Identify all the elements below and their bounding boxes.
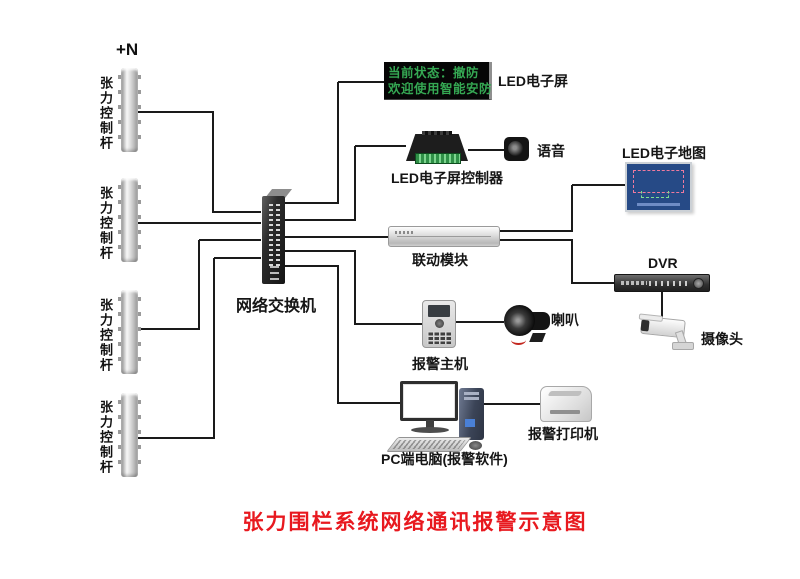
- tension-pole-3: [118, 290, 141, 374]
- network-switch-label: 网络交换机: [236, 298, 317, 315]
- connection-line: [571, 240, 573, 284]
- controller-terminal-strip: [415, 153, 461, 164]
- camera-device: [638, 314, 696, 350]
- pole-label-1: 张力控制杆: [98, 76, 113, 151]
- alarm-host-label: 报警主机: [412, 356, 468, 372]
- led-map-label: LED电子地图: [622, 145, 706, 161]
- connection-line: [354, 146, 356, 221]
- printer-paper-slot: [550, 410, 580, 414]
- printer-label: 报警打印机: [528, 426, 598, 442]
- horn-cone: [504, 305, 535, 336]
- controller-heatsink: [422, 131, 452, 135]
- dvr-knob: [693, 278, 704, 289]
- camera-label: 摄像头: [701, 331, 743, 347]
- pole-label-2: 张力控制杆: [98, 186, 113, 261]
- pc-mouse: [469, 441, 482, 450]
- alarm-host-screen: [428, 305, 450, 317]
- connection-line: [468, 149, 504, 151]
- linkage-module-label: 联动模块: [412, 252, 468, 268]
- switch-port-column: [269, 204, 273, 266]
- led-screen-label: LED电子屏: [498, 73, 568, 89]
- camera-lens: [640, 319, 650, 332]
- led-screen-device: 当前状态：撤防 欢迎使用智能安防: [384, 62, 492, 100]
- printer-lid: [547, 391, 583, 396]
- connection-line: [138, 222, 261, 224]
- dvr-device: [614, 274, 710, 292]
- switch-led-column: [270, 266, 279, 280]
- pc-monitor-base: [411, 427, 449, 433]
- connection-line: [198, 240, 200, 330]
- connection-line: [285, 219, 356, 221]
- connection-line: [285, 202, 339, 204]
- connection-line: [484, 403, 540, 405]
- connection-line: [138, 437, 215, 439]
- connection-line: [285, 265, 339, 267]
- horn-wire: [511, 335, 526, 345]
- connection-line: [138, 328, 200, 330]
- horn-label: 喇叭: [551, 312, 579, 328]
- connection-line: [338, 81, 384, 83]
- alarm-host-device: [422, 300, 456, 348]
- switch-port-column: [276, 204, 280, 266]
- connection-line: [213, 211, 261, 213]
- pc-tower-display: [465, 419, 475, 427]
- printer-device: [540, 386, 592, 422]
- connection-line: [212, 112, 214, 213]
- alarm-host-keypad: [427, 331, 451, 344]
- tension-pole-4: [118, 393, 141, 477]
- connection-line: [354, 251, 356, 325]
- switch-body: [262, 196, 285, 284]
- dvr-label: DVR: [648, 255, 678, 271]
- connection-line: [138, 111, 214, 113]
- pole-label-3: 张力控制杆: [98, 298, 113, 373]
- plus-n-label: +N: [116, 40, 139, 59]
- connection-line: [214, 257, 261, 259]
- tension-pole-2: [118, 178, 141, 262]
- connection-line: [338, 402, 400, 404]
- connection-line: [572, 184, 625, 186]
- pc-monitor: [400, 381, 458, 421]
- connection-line: [337, 82, 339, 204]
- map-caption-bar: [637, 203, 680, 206]
- connection-line: [571, 185, 573, 232]
- led-screen-line-1: 当前状态：撤防: [388, 66, 480, 80]
- connection-line: [572, 282, 614, 284]
- led-map-device: [625, 162, 692, 212]
- connection-line: [355, 323, 422, 325]
- linkage-module-device: [388, 226, 500, 247]
- led-controller-device: [406, 131, 468, 165]
- connection-line: [500, 239, 573, 241]
- connection-line: [213, 258, 215, 439]
- connection-line: [199, 239, 261, 241]
- alarm-host-nav-button: [434, 319, 444, 328]
- dvr-slot: [621, 281, 647, 285]
- dvr-buttons: [649, 281, 687, 286]
- network-switch-device: [259, 189, 293, 284]
- voice-speaker-device: [504, 137, 529, 161]
- connection-line: [285, 250, 356, 252]
- led-controller-label: LED电子屏控制器: [391, 170, 503, 186]
- map-perimeter-dots-2: [641, 191, 669, 198]
- pc-tower: [459, 388, 484, 440]
- map-perimeter-dots: [633, 170, 684, 193]
- connection-line: [337, 266, 339, 404]
- connection-line: [285, 236, 388, 238]
- voice-speaker-label: 语音: [537, 143, 565, 159]
- connection-line: [500, 230, 573, 232]
- pc-monitor-neck: [426, 420, 434, 428]
- camera-bracket-base: [672, 342, 694, 350]
- connection-line: [456, 321, 504, 323]
- horn-device: [504, 303, 550, 345]
- diagram-title: 张力围栏系统网络通讯报警示意图: [242, 511, 588, 534]
- pc-label: PC端电脑(报警软件): [381, 451, 508, 467]
- pc-tower-drive-bay: [464, 392, 479, 395]
- tension-pole-1: [118, 68, 141, 152]
- pole-label-4: 张力控制杆: [98, 400, 113, 475]
- horn-bracket: [529, 333, 546, 342]
- led-screen-line-2: 欢迎使用智能安防: [388, 82, 493, 96]
- connection-line: [355, 145, 406, 147]
- connection-line: [661, 292, 663, 317]
